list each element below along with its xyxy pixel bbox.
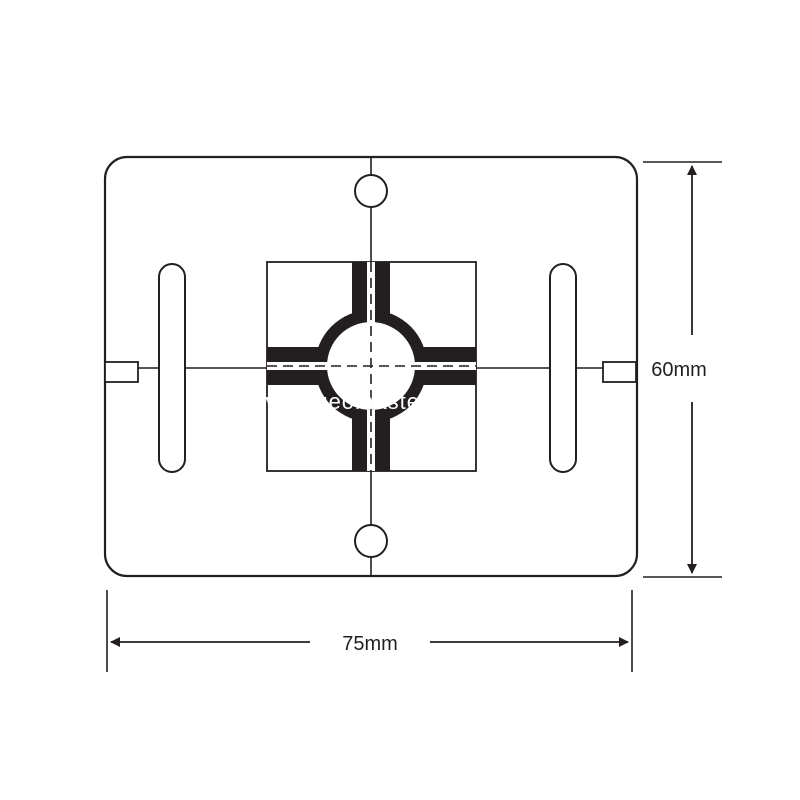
right-notch [602,361,637,383]
target-channel-left [267,362,329,370]
width-dimension: 75mm [106,590,633,672]
target-square [266,261,477,472]
height-dimension: 60mm [643,161,722,578]
height-label: 60mm [651,359,707,381]
left-slot [158,263,186,473]
left-notch [104,361,139,383]
top-hole [354,174,388,208]
watermark-text: www.geomastergroup.com [258,389,541,414]
right-slot [549,263,577,473]
bottom-hole [354,524,388,558]
target-channel-top [367,262,375,324]
width-label: 75mm [342,633,398,655]
